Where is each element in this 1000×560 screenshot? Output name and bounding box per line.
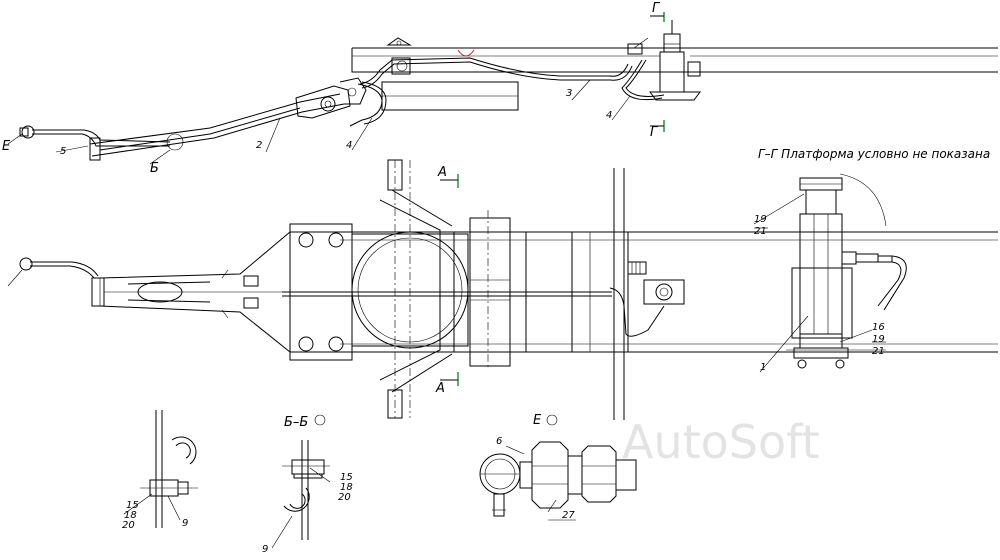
cut-g-bottom: Г xyxy=(650,125,659,140)
e-label-27: 27 xyxy=(562,510,575,521)
section-gg-title: Г–Г Платформа условно не показана xyxy=(758,147,990,161)
gg-label-21b: 21 xyxy=(872,346,885,357)
view-e-title: Е xyxy=(533,413,542,428)
b-label-18: 18 xyxy=(340,482,353,493)
view-b-detail: Б–Б 15 18 20 9 xyxy=(262,414,353,555)
clamp-label-15: 15 xyxy=(126,500,139,511)
watermark: AutoSoft xyxy=(622,415,820,469)
label-5: 5 xyxy=(60,146,66,157)
cut-a-top: А xyxy=(437,165,447,180)
side-view: 5 2 4 3 4 Б Е Г Г xyxy=(2,1,998,176)
section-gg: Г–Г Платформа условно не показана 19 21 … xyxy=(753,147,990,373)
gg-label-19b: 19 xyxy=(872,334,885,345)
label-2: 2 xyxy=(256,140,262,151)
clamp-label-18: 18 xyxy=(124,510,137,521)
cut-a-bottom: А xyxy=(435,381,445,396)
label-4a: 4 xyxy=(346,140,352,151)
e-label-6: 6 xyxy=(496,436,502,447)
b-label-15: 15 xyxy=(340,472,353,483)
plan-view: А А xyxy=(7,159,998,420)
clamp-detail-left: 15 18 20 9 xyxy=(122,410,198,531)
view-b-title: Б–Б xyxy=(284,415,308,430)
b-label-20: 20 xyxy=(338,492,351,503)
gg-label-19: 19 xyxy=(754,214,767,225)
clamp-label-9: 9 xyxy=(182,518,188,529)
label-3: 3 xyxy=(566,88,572,99)
callout-b: Б xyxy=(150,161,159,176)
label-4b: 4 xyxy=(606,110,612,121)
view-e-detail: Е 6 27 xyxy=(479,413,637,521)
clamp-label-20: 20 xyxy=(122,520,135,531)
b-label-9: 9 xyxy=(262,544,268,555)
gg-label-16: 16 xyxy=(872,322,885,333)
callout-e: Е xyxy=(2,139,11,154)
gg-label-21: 21 xyxy=(754,226,767,237)
cut-g-top: Г xyxy=(652,1,661,16)
gg-label-1: 1 xyxy=(760,362,766,373)
